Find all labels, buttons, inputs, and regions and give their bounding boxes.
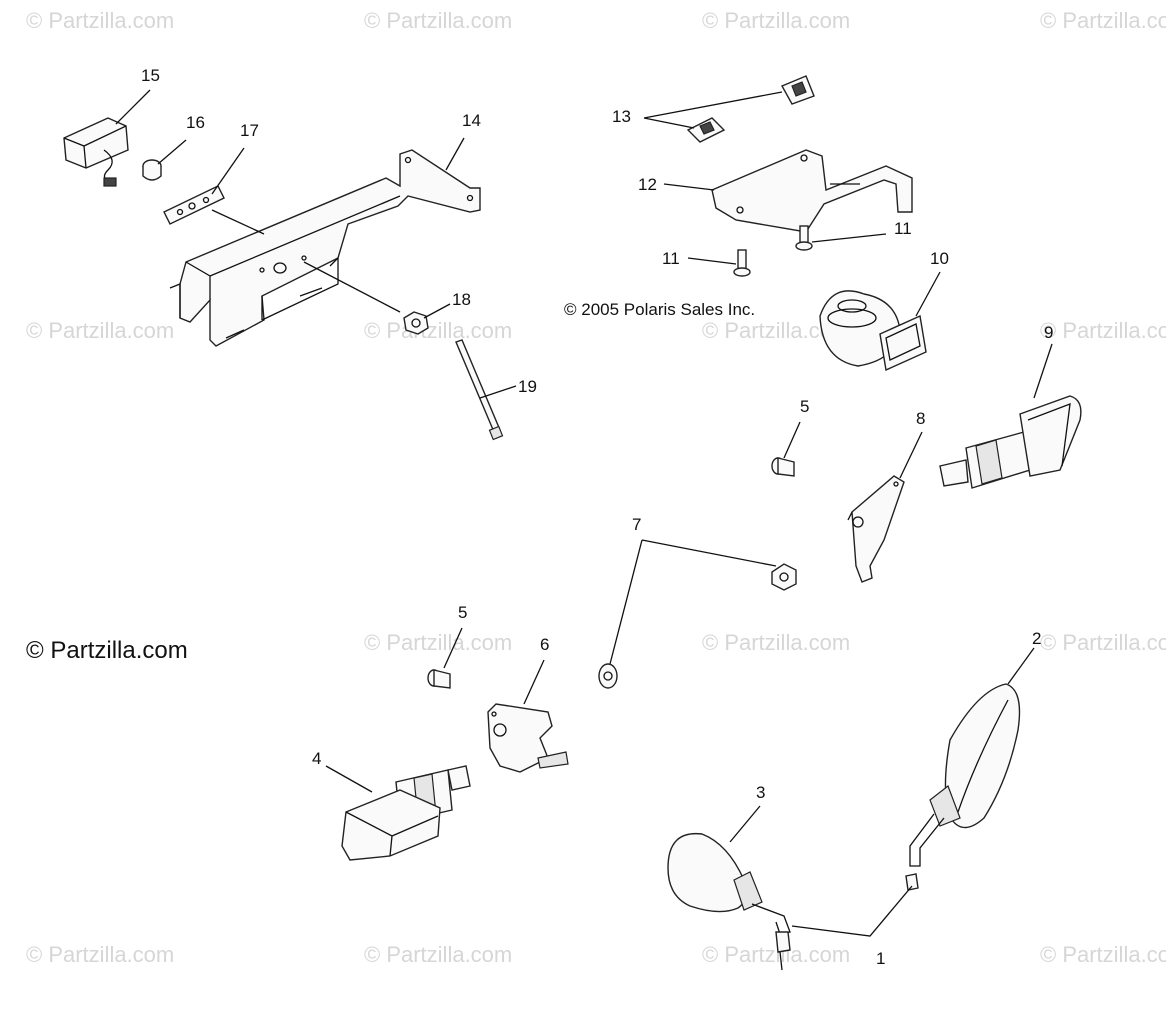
callout-16: 16 [186, 113, 205, 132]
watermark: © Partzilla.com [364, 318, 512, 343]
callout-11: 11 [662, 249, 680, 268]
watermark: © Partzilla.com [702, 8, 850, 33]
callout-6: 6 [540, 635, 549, 654]
part-6-signal-bracket-left [487, 703, 569, 773]
part-8-signal-bracket-right [847, 475, 905, 583]
watermark: © Partzilla.com [1040, 8, 1166, 33]
part-4-turn-signal-left [341, 765, 471, 861]
callout-9: 9 [1044, 323, 1053, 342]
partzilla-brand-text: © Partzilla.com [26, 637, 188, 664]
part-5-screw-upper [771, 457, 795, 477]
callout-labels: 15 16 17 14 18 19 13 12 11 11 10 9 5 8 7… [141, 66, 1053, 968]
callout-12: 12 [638, 175, 657, 194]
part-5-screw-lower [427, 669, 451, 689]
part-12-horn-bracket [711, 149, 913, 233]
part-14-mounting-bracket [169, 149, 481, 347]
part-17-bracket-plate [163, 185, 225, 225]
callout-1: 1 [876, 949, 885, 968]
part-18-nut [403, 311, 429, 335]
callout-5: 5 [800, 397, 809, 416]
callout-5: 5 [458, 603, 467, 622]
part-10-horn [819, 290, 927, 372]
callout-3: 3 [756, 783, 765, 802]
watermark: © Partzilla.com [364, 942, 512, 967]
part-15-license-light [63, 117, 129, 187]
callout-8: 8 [916, 409, 925, 428]
part-2-mirror-right [905, 683, 1021, 891]
leader-lines [115, 89, 1053, 937]
part-3-mirror-left [667, 832, 791, 971]
watermark: © Partzilla.com [364, 8, 512, 33]
part-9-turn-signal-right [939, 395, 1082, 489]
callout-17: 17 [240, 121, 259, 140]
watermark-grid: © Partzilla.com © Partzilla.com © Partzi… [26, 8, 1166, 967]
watermark: © Partzilla.com [364, 630, 512, 655]
callout-19: 19 [518, 377, 537, 396]
callout-13: 13 [612, 107, 631, 126]
part-11-screws [733, 225, 813, 277]
part-13-clips [686, 75, 815, 143]
watermark: © Partzilla.com [702, 630, 850, 655]
callout-18: 18 [452, 290, 471, 309]
watermark: © Partzilla.com [702, 942, 850, 967]
watermark: © Partzilla.com [1040, 630, 1166, 655]
part-16-spacer [142, 159, 162, 181]
callout-15: 15 [141, 66, 160, 85]
part-7-nut-upper [771, 563, 797, 591]
callout-4: 4 [312, 749, 321, 768]
callout-10: 10 [930, 249, 949, 268]
callout-2: 2 [1032, 629, 1041, 648]
copyright-text: © 2005 Polaris Sales Inc. [564, 300, 755, 319]
callout-11: 11 [894, 219, 912, 238]
callout-7: 7 [632, 515, 641, 534]
watermark: © Partzilla.com [1040, 942, 1166, 967]
callout-14: 14 [462, 111, 481, 130]
watermark: © Partzilla.com [1040, 318, 1166, 343]
watermark: © Partzilla.com [26, 942, 174, 967]
part-19-bolt [455, 339, 504, 441]
watermark: © Partzilla.com [26, 8, 174, 33]
watermark: © Partzilla.com [26, 318, 174, 343]
part-7-nut-lower [598, 663, 618, 689]
